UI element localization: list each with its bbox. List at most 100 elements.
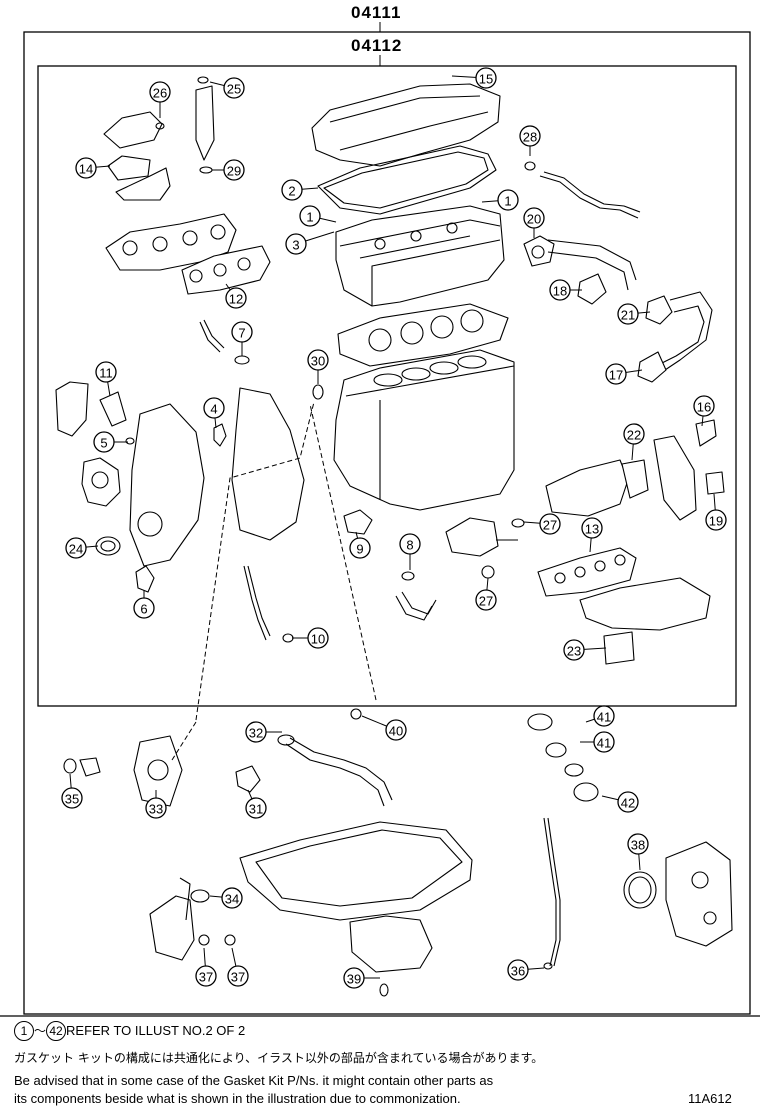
callout-c37a: 37: [195, 965, 217, 987]
callout-number: 31: [249, 802, 263, 817]
callout-number: 4: [210, 402, 217, 417]
inner-assembly-number: 04112: [351, 36, 403, 55]
callout-circle: [221, 887, 243, 909]
callout-circle: [149, 81, 171, 103]
callout-c38: 38: [627, 833, 649, 855]
callout-c26: 26: [149, 81, 171, 103]
callout-circle: [195, 965, 217, 987]
callout-number: 1: [306, 210, 313, 225]
callout-circle: [223, 159, 245, 181]
assembly-frames: [0, 22, 760, 1017]
range-end-badge: 42: [46, 1021, 67, 1041]
callout-number: 30: [311, 354, 325, 369]
callout-c15: 15: [475, 67, 497, 89]
callout-circle: [705, 509, 727, 531]
callout-number: 17: [609, 368, 623, 383]
callout-c7: 7: [231, 321, 253, 343]
callout-number: 37: [199, 970, 213, 985]
callout-circle: [617, 791, 639, 813]
callout-c22: 22: [623, 423, 645, 445]
callout-circle: [307, 349, 329, 371]
callout-circle: [299, 205, 321, 227]
callout-circle: [475, 589, 497, 611]
callout-c3: 3: [285, 233, 307, 255]
callout-c21: 21: [617, 303, 639, 325]
callout-number: 24: [69, 542, 83, 557]
callout-c29: 29: [223, 159, 245, 181]
callout-circle: [549, 279, 571, 301]
callout-number: 11: [99, 366, 113, 381]
callout-c14: 14: [75, 157, 97, 179]
callout-c24: 24: [65, 537, 87, 559]
english-note-line2: its components beside what is shown in t…: [14, 1091, 461, 1106]
callout-c36: 36: [507, 959, 529, 981]
callout-number: 13: [585, 522, 599, 537]
callout-circle: [475, 67, 497, 89]
callout-c19: 19: [705, 509, 727, 531]
callout-circle: [623, 423, 645, 445]
callout-circle: [523, 207, 545, 229]
callout-number: 34: [225, 892, 239, 907]
callout-number: 26: [153, 86, 167, 101]
callout-circle: [385, 719, 407, 741]
callout-circle: [61, 787, 83, 809]
callout-number: 32: [249, 726, 263, 741]
callout-c5: 5: [93, 431, 115, 453]
callout-number: 39: [347, 972, 361, 987]
callout-c8: 8: [399, 533, 421, 555]
callout-circle: [593, 731, 615, 753]
callout-number: 27: [543, 518, 557, 533]
english-note-line1: Be advised that in some case of the Gask…: [14, 1073, 494, 1088]
callout-number: 20: [527, 212, 541, 227]
callout-circle: [617, 303, 639, 325]
callout-number: 28: [523, 130, 537, 145]
dashed-relation-lines: [171, 401, 377, 761]
callout-circle: [539, 513, 561, 535]
callout-c27b: 27: [475, 589, 497, 611]
callout-c12: 12: [225, 287, 247, 309]
callout-circle: [627, 833, 649, 855]
callout-number: 23: [567, 644, 581, 659]
callout-c1b: 1: [497, 189, 519, 211]
callout-circle: [203, 397, 225, 419]
callout-circle: [563, 639, 585, 661]
callout-circle: [145, 797, 167, 819]
callout-number: 40: [389, 724, 403, 739]
callout-c17: 17: [605, 363, 627, 385]
callout-circle: [223, 77, 245, 99]
callout-circle: [605, 363, 627, 385]
callout-c25: 25: [223, 77, 245, 99]
callout-number: 15: [479, 72, 493, 87]
callout-c4: 4: [203, 397, 225, 419]
callout-circle: [227, 965, 249, 987]
callout-c34: 34: [221, 887, 243, 909]
callout-c11: 11: [95, 361, 117, 383]
callout-c33: 33: [145, 797, 167, 819]
callout-number: 35: [65, 792, 79, 807]
callout-circle: [507, 959, 529, 981]
callout-number: 5: [100, 436, 107, 451]
callout-number: 36: [511, 964, 525, 979]
callout-circle: [307, 627, 329, 649]
callout-number: 7: [238, 326, 245, 341]
callout-c39: 39: [343, 967, 365, 989]
callout-c27a: 27: [539, 513, 561, 535]
callout-circle: [399, 533, 421, 555]
refer-text: REFER TO ILLUST NO.2 OF 2: [66, 1023, 246, 1038]
callout-c20: 20: [523, 207, 545, 229]
callout-circle: [95, 361, 117, 383]
callout-c32: 32: [245, 721, 267, 743]
callout-number: 37: [231, 970, 245, 985]
callout-circle: [65, 537, 87, 559]
callout-number: 25: [227, 82, 241, 97]
japanese-note: ガスケット キットの構成には共通化により、イラスト以外の部品が含まれている場合が…: [14, 1051, 544, 1065]
callout-c37b: 37: [227, 965, 249, 987]
callout-c10: 10: [307, 627, 329, 649]
callout-circle: [93, 431, 115, 453]
callout-number: 42: [621, 796, 635, 811]
callout-number: 19: [709, 514, 723, 529]
callout-number: 6: [140, 602, 147, 617]
